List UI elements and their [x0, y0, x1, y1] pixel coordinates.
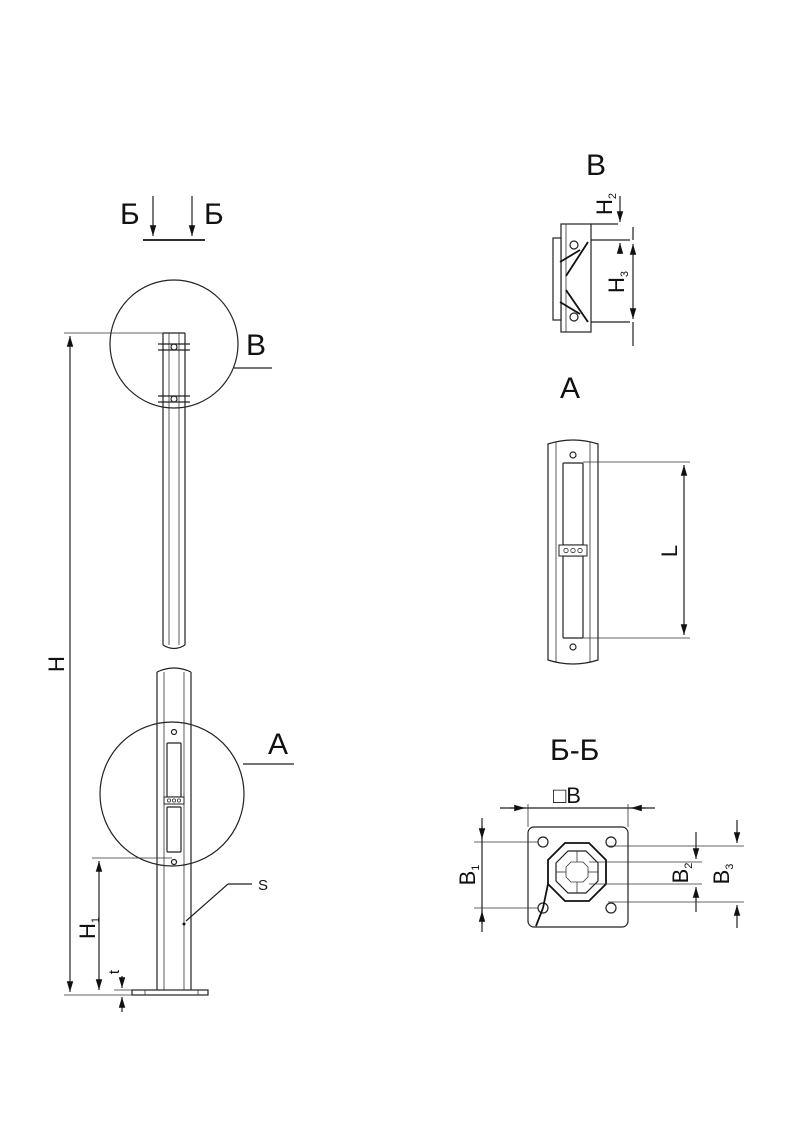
detail-circle-b	[109, 279, 272, 409]
dim-b1-label: B1	[455, 865, 482, 886]
dim-l	[583, 461, 690, 639]
section-cut-marker: Б Б	[120, 196, 224, 241]
section-bb-title: Б-Б	[550, 734, 599, 767]
pole-upper	[158, 332, 190, 650]
dim-b3	[608, 820, 744, 928]
section-label-left: Б	[120, 198, 140, 231]
callout-label-a: А	[268, 728, 288, 761]
pole-lower	[131, 667, 209, 996]
detail-circle-a	[99, 721, 294, 867]
dim-b2-label: B2	[668, 863, 695, 884]
dim-t	[114, 976, 132, 1012]
section-label-right: Б	[204, 198, 224, 231]
dim-h1-label: H1	[75, 917, 102, 939]
view-a-title: А	[560, 372, 580, 405]
dim-h3-label: H3	[604, 271, 631, 293]
view-a-detail	[547, 439, 599, 665]
dim-h-label: H	[44, 656, 69, 672]
view-b-detail	[552, 223, 630, 333]
callout-label-b: В	[246, 329, 266, 362]
dim-s-label: S	[258, 877, 268, 894]
section-bb-detail	[527, 826, 629, 928]
dim-b-square	[500, 804, 655, 827]
dim-h2-label: H2	[592, 193, 619, 215]
dim-b2	[589, 832, 702, 912]
leader-s	[185, 883, 252, 922]
dim-h	[64, 332, 163, 996]
dim-t-label: t	[106, 969, 123, 974]
view-b-title: В	[586, 149, 606, 182]
dim-h1	[92, 857, 172, 990]
dim-b-square-label: □B	[553, 783, 581, 808]
dim-b3-label: B3	[709, 864, 736, 885]
dim-l-label: L	[657, 545, 682, 557]
dim-b1	[474, 818, 538, 932]
